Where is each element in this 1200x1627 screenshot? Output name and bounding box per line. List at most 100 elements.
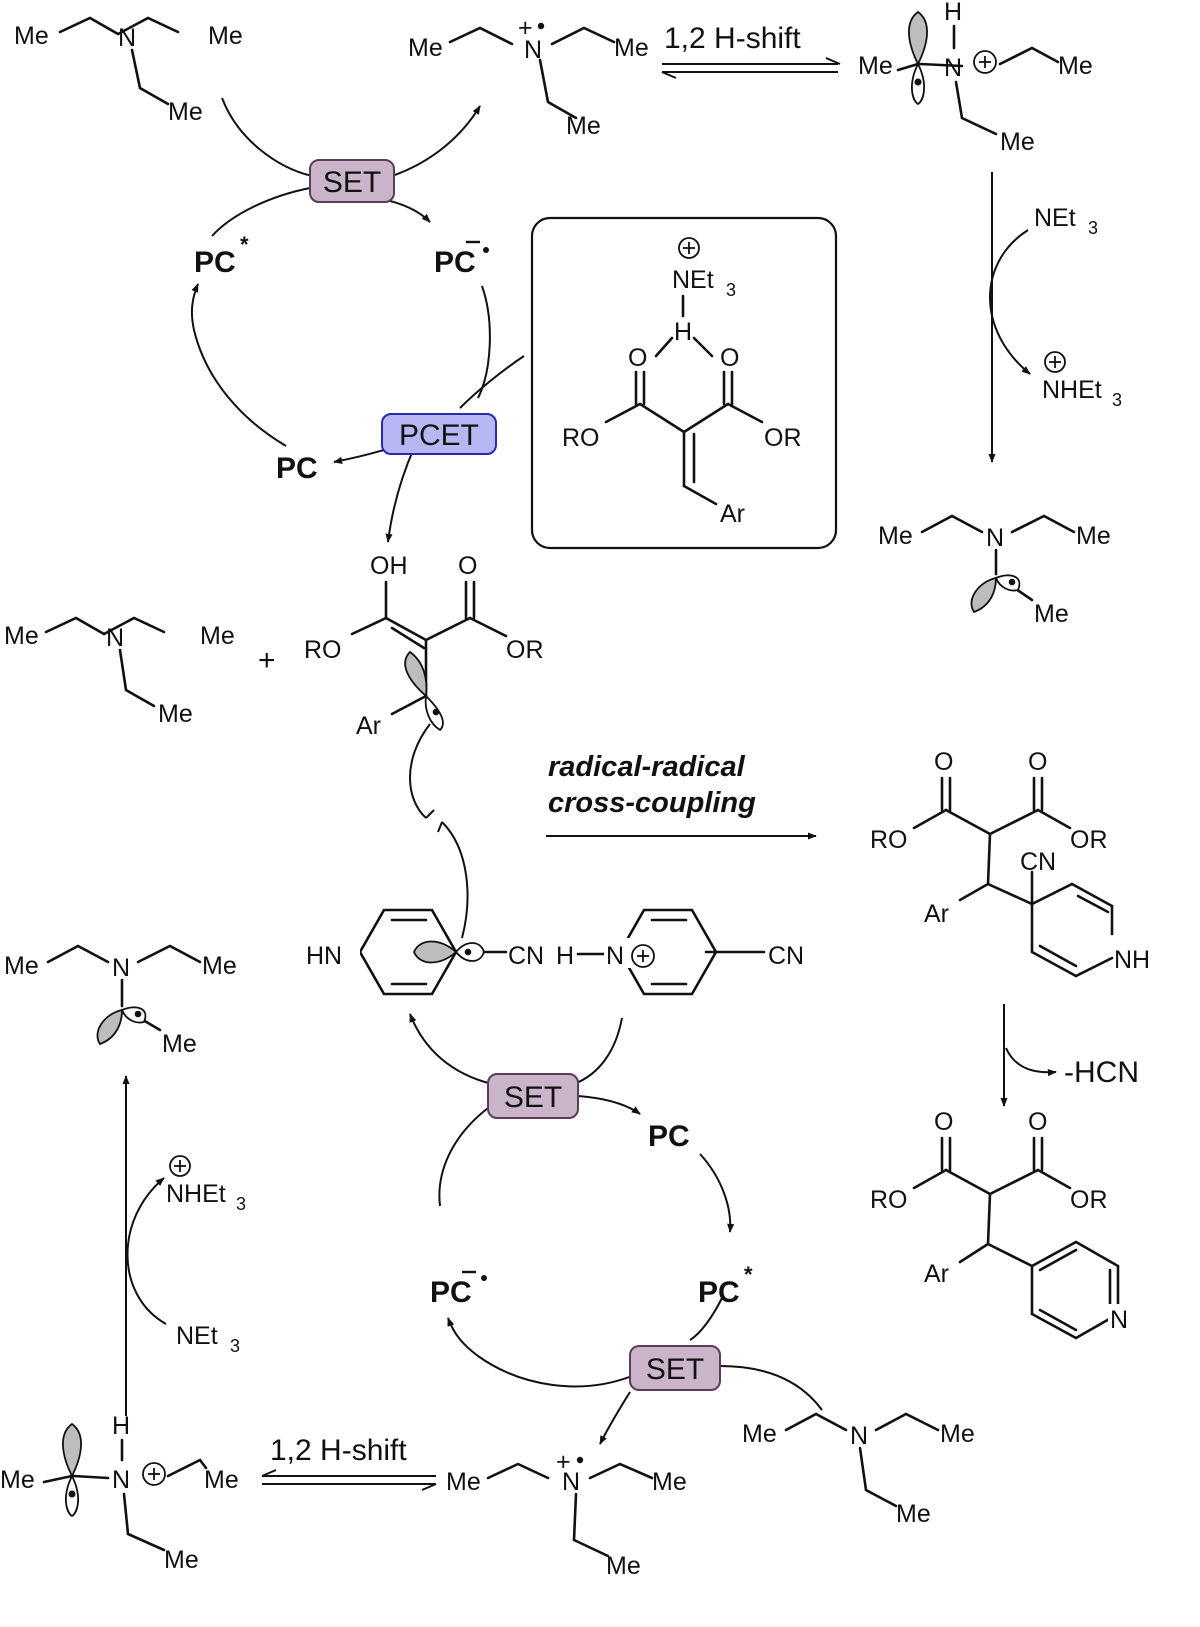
methyl-label: Me (14, 22, 49, 50)
alkoxy-label: RO (870, 1186, 908, 1214)
minus-hcn-label: -HCN (1064, 1056, 1139, 1089)
alkoxy-label: OR (764, 424, 802, 452)
radical-dot (68, 1490, 76, 1498)
hcn-elimination-arrow: -HCN (1000, 1004, 1139, 1107)
h-shift-label: 1,2 H-shift (664, 22, 801, 55)
coupling-label-line1: radical-radical (548, 751, 746, 783)
coupling-label-line2: cross-coupling (548, 787, 756, 819)
photocatalyst-ground-label: PC (276, 452, 318, 485)
nh-label: NH (1114, 946, 1150, 974)
alkoxy-label: RO (304, 636, 342, 664)
methyl-label: Me (652, 1468, 687, 1496)
positive-charge-icon (973, 50, 997, 74)
radical-dot (134, 1010, 142, 1018)
nitrogen-label: N (524, 36, 542, 64)
photocatalyst-ground-label: PC (648, 1120, 690, 1153)
radical-cation-plus: + (556, 1448, 571, 1476)
p-orbital-lobe-icon (120, 1006, 147, 1024)
methyl-label: Me (4, 952, 39, 980)
h-shift-equilibrium-top: 1,2 H-shift (661, 22, 841, 79)
alpha-amino-radical-left: Me N Me Me (4, 944, 237, 1058)
oxygen-label: O (934, 1108, 953, 1136)
hydroxyl-label: OH (370, 552, 408, 580)
subscript-3: 3 (230, 1336, 240, 1356)
hydrogen-label: H (674, 318, 692, 346)
methyl-label: Me (858, 52, 893, 80)
methyl-label: Me (446, 1468, 481, 1496)
methyl-label: Me (162, 1030, 197, 1058)
nitrogen-label: N (562, 1468, 580, 1496)
nitrogen-label: N (118, 24, 136, 52)
p-orbital-lobe-icon (994, 574, 1021, 592)
methyl-label: Me (1058, 52, 1093, 80)
methyl-label: Me (1076, 522, 1111, 550)
methyl-label: Me (742, 1420, 777, 1448)
protonated-cyanopyridine: H N CN (556, 908, 804, 996)
aryl-label: Ar (720, 500, 745, 528)
nitrogen-label: N (944, 54, 962, 82)
excited-state-asterisk: * (240, 232, 249, 257)
alkoxy-label: RO (870, 826, 908, 854)
methyl-label: Me (566, 112, 601, 140)
methyl-label: Me (158, 700, 193, 728)
coupled-dihydropyridine-product: O O RO OR CN Ar NH (870, 748, 1150, 978)
p-orbital-lobe-icon (96, 1008, 123, 1046)
excited-state-asterisk: * (744, 1262, 753, 1287)
deprotonation-arrow-right: NEt 3 NHEt 3 (988, 172, 1122, 463)
ammonium-radical-top-right: Me H N Me Me (858, 0, 1093, 156)
h-shift-label: 1,2 H-shift (270, 1434, 407, 1467)
triethylamine-bottom-right: Me N Me Me (742, 1412, 975, 1528)
pcet-badge-label: PCET (399, 419, 479, 452)
radical-cation-plus: + (518, 14, 533, 42)
hydrogen-label: H (556, 942, 574, 970)
methyl-label: Me (896, 1500, 931, 1528)
alkoxy-label: RO (562, 424, 600, 452)
positive-charge-icon (678, 237, 700, 259)
radical-dot (483, 247, 489, 253)
pyridine-nitrogen-label: N (1110, 1306, 1128, 1334)
ammonium-radical-bottom-left: Me H N Me Me (0, 1412, 239, 1574)
h-shift-equilibrium-bottom: 1,2 H-shift (261, 1434, 437, 1491)
nh-label: HN (306, 942, 342, 970)
pyridinium-nitrogen-label: N (606, 942, 624, 970)
cross-coupling-arrow: radical-radical cross-coupling (546, 751, 817, 840)
subscript-3: 3 (1112, 390, 1122, 410)
methyl-label: Me (4, 622, 39, 650)
hydrogen-label: H (944, 0, 962, 26)
radical-dot (481, 1275, 487, 1281)
triethylammonium-label: NEt (672, 266, 714, 294)
radical-dot (576, 1456, 584, 1464)
set-badge-middle-label: SET (504, 1081, 562, 1114)
final-pyridine-product: O O N RO OR Ar (870, 1108, 1130, 1340)
aryl-label: Ar (924, 1260, 949, 1288)
pcet-badge (381, 413, 497, 455)
oxygen-label: O (1028, 748, 1047, 776)
cyanopyridyl-radical: HN CN (306, 908, 544, 996)
triethylamine-top-left: Me N Me Me (14, 16, 243, 126)
methyl-label: Me (878, 522, 913, 550)
triethylamine-mid-left: Me N Me Me + (4, 616, 276, 728)
methyl-label: Me (614, 34, 649, 62)
methyl-label: Me (606, 1552, 641, 1580)
upper-photoredox-cycle: PC * PC PC SET PCET (190, 97, 525, 543)
subscript-3: 3 (726, 280, 736, 300)
methyl-label: Me (164, 1546, 199, 1574)
plus-sign: + (258, 644, 276, 677)
radical-dot (432, 708, 440, 716)
triethylammonium-label: NHEt (166, 1180, 226, 1208)
set-badge-middle (487, 1073, 579, 1119)
alpha-amino-radical-right: Me N Me Me (878, 514, 1111, 628)
nitrogen-label: N (112, 954, 130, 982)
triethylamine-reagent-label: NEt (1034, 204, 1076, 232)
nitrogen-label: N (986, 524, 1004, 552)
radical-dot (537, 22, 545, 30)
p-orbital-lobe-icon (908, 10, 928, 67)
lower-photoredox-cycle: PC PC * PC SET SET (409, 1013, 823, 1445)
deprotonation-arrow-left: NHEt 3 NEt 3 (122, 1075, 246, 1416)
photocatalyst-radical-anion-label: PC (430, 1276, 472, 1309)
amine-radical-cation-bottom: Me N + Me Me (446, 1448, 687, 1580)
p-orbital-lobe-icon (404, 650, 428, 698)
methyl-label: Me (1034, 600, 1069, 628)
methyl-label: Me (0, 1466, 35, 1494)
